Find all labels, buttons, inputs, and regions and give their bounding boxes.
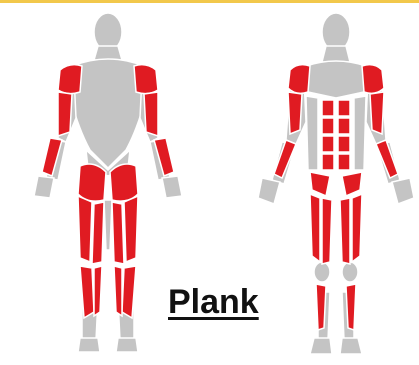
front-view-body-outline <box>258 13 414 354</box>
front-view-target-muscles <box>274 65 398 330</box>
back-view-body-outline <box>34 13 182 352</box>
exercise-title: Plank <box>168 282 259 322</box>
front-view-figure <box>258 13 414 354</box>
back-view-figure <box>34 13 182 352</box>
